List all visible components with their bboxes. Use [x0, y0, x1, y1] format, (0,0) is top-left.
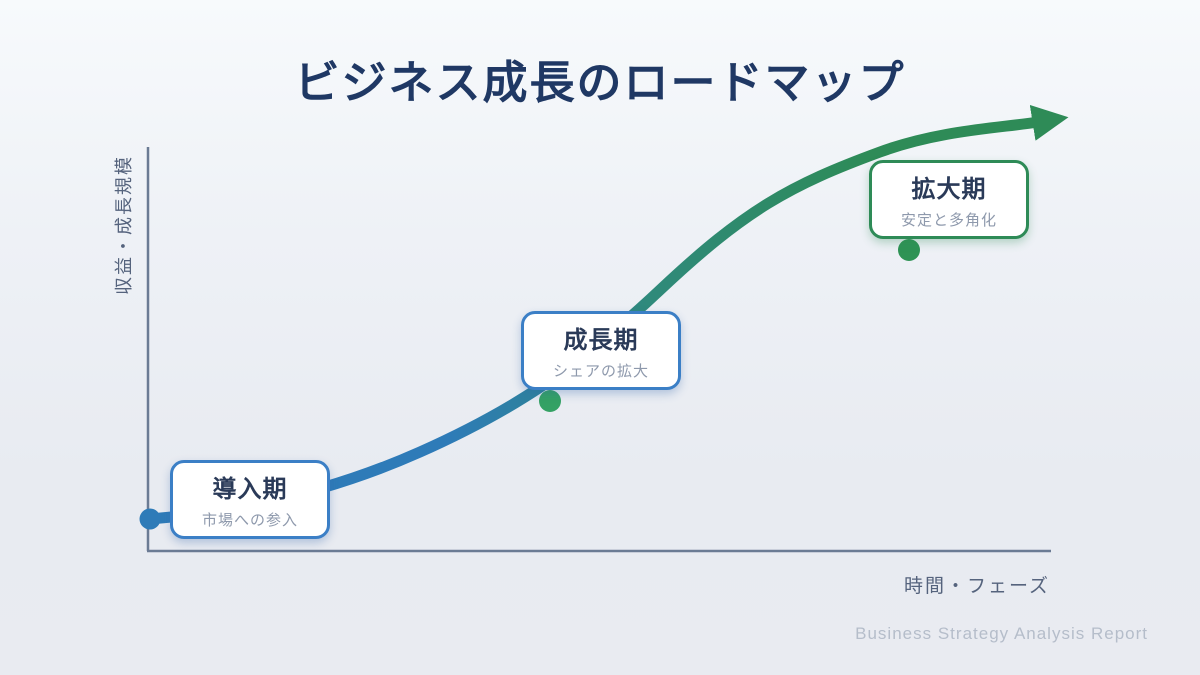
stage-dot-growth — [539, 390, 561, 412]
stage-card-growth: 成長期 シェアの拡大 — [521, 311, 681, 390]
stage-name: 成長期 — [563, 327, 639, 354]
stage-dot-expansion — [898, 239, 920, 261]
stage-description: 市場への参入 — [201, 512, 298, 529]
stage-name: 拡大期 — [911, 176, 987, 203]
stage-card-introduction: 導入期 市場への参入 — [170, 460, 330, 539]
y-axis-label: 収益・成長規模 — [114, 155, 134, 295]
footer-credit: Business Strategy Analysis Report — [855, 624, 1148, 643]
stage-description: シェアの拡大 — [552, 363, 649, 380]
page-title: ビジネス成長のロードマップ — [294, 57, 906, 108]
stage-card-expansion: 拡大期 安定と多角化 — [869, 160, 1029, 239]
x-axis-label: 時間・フェーズ — [903, 576, 1050, 597]
stage-description: 安定と多角化 — [900, 212, 997, 229]
stage-name: 導入期 — [212, 476, 288, 503]
stage-dot-introduction — [139, 508, 161, 530]
